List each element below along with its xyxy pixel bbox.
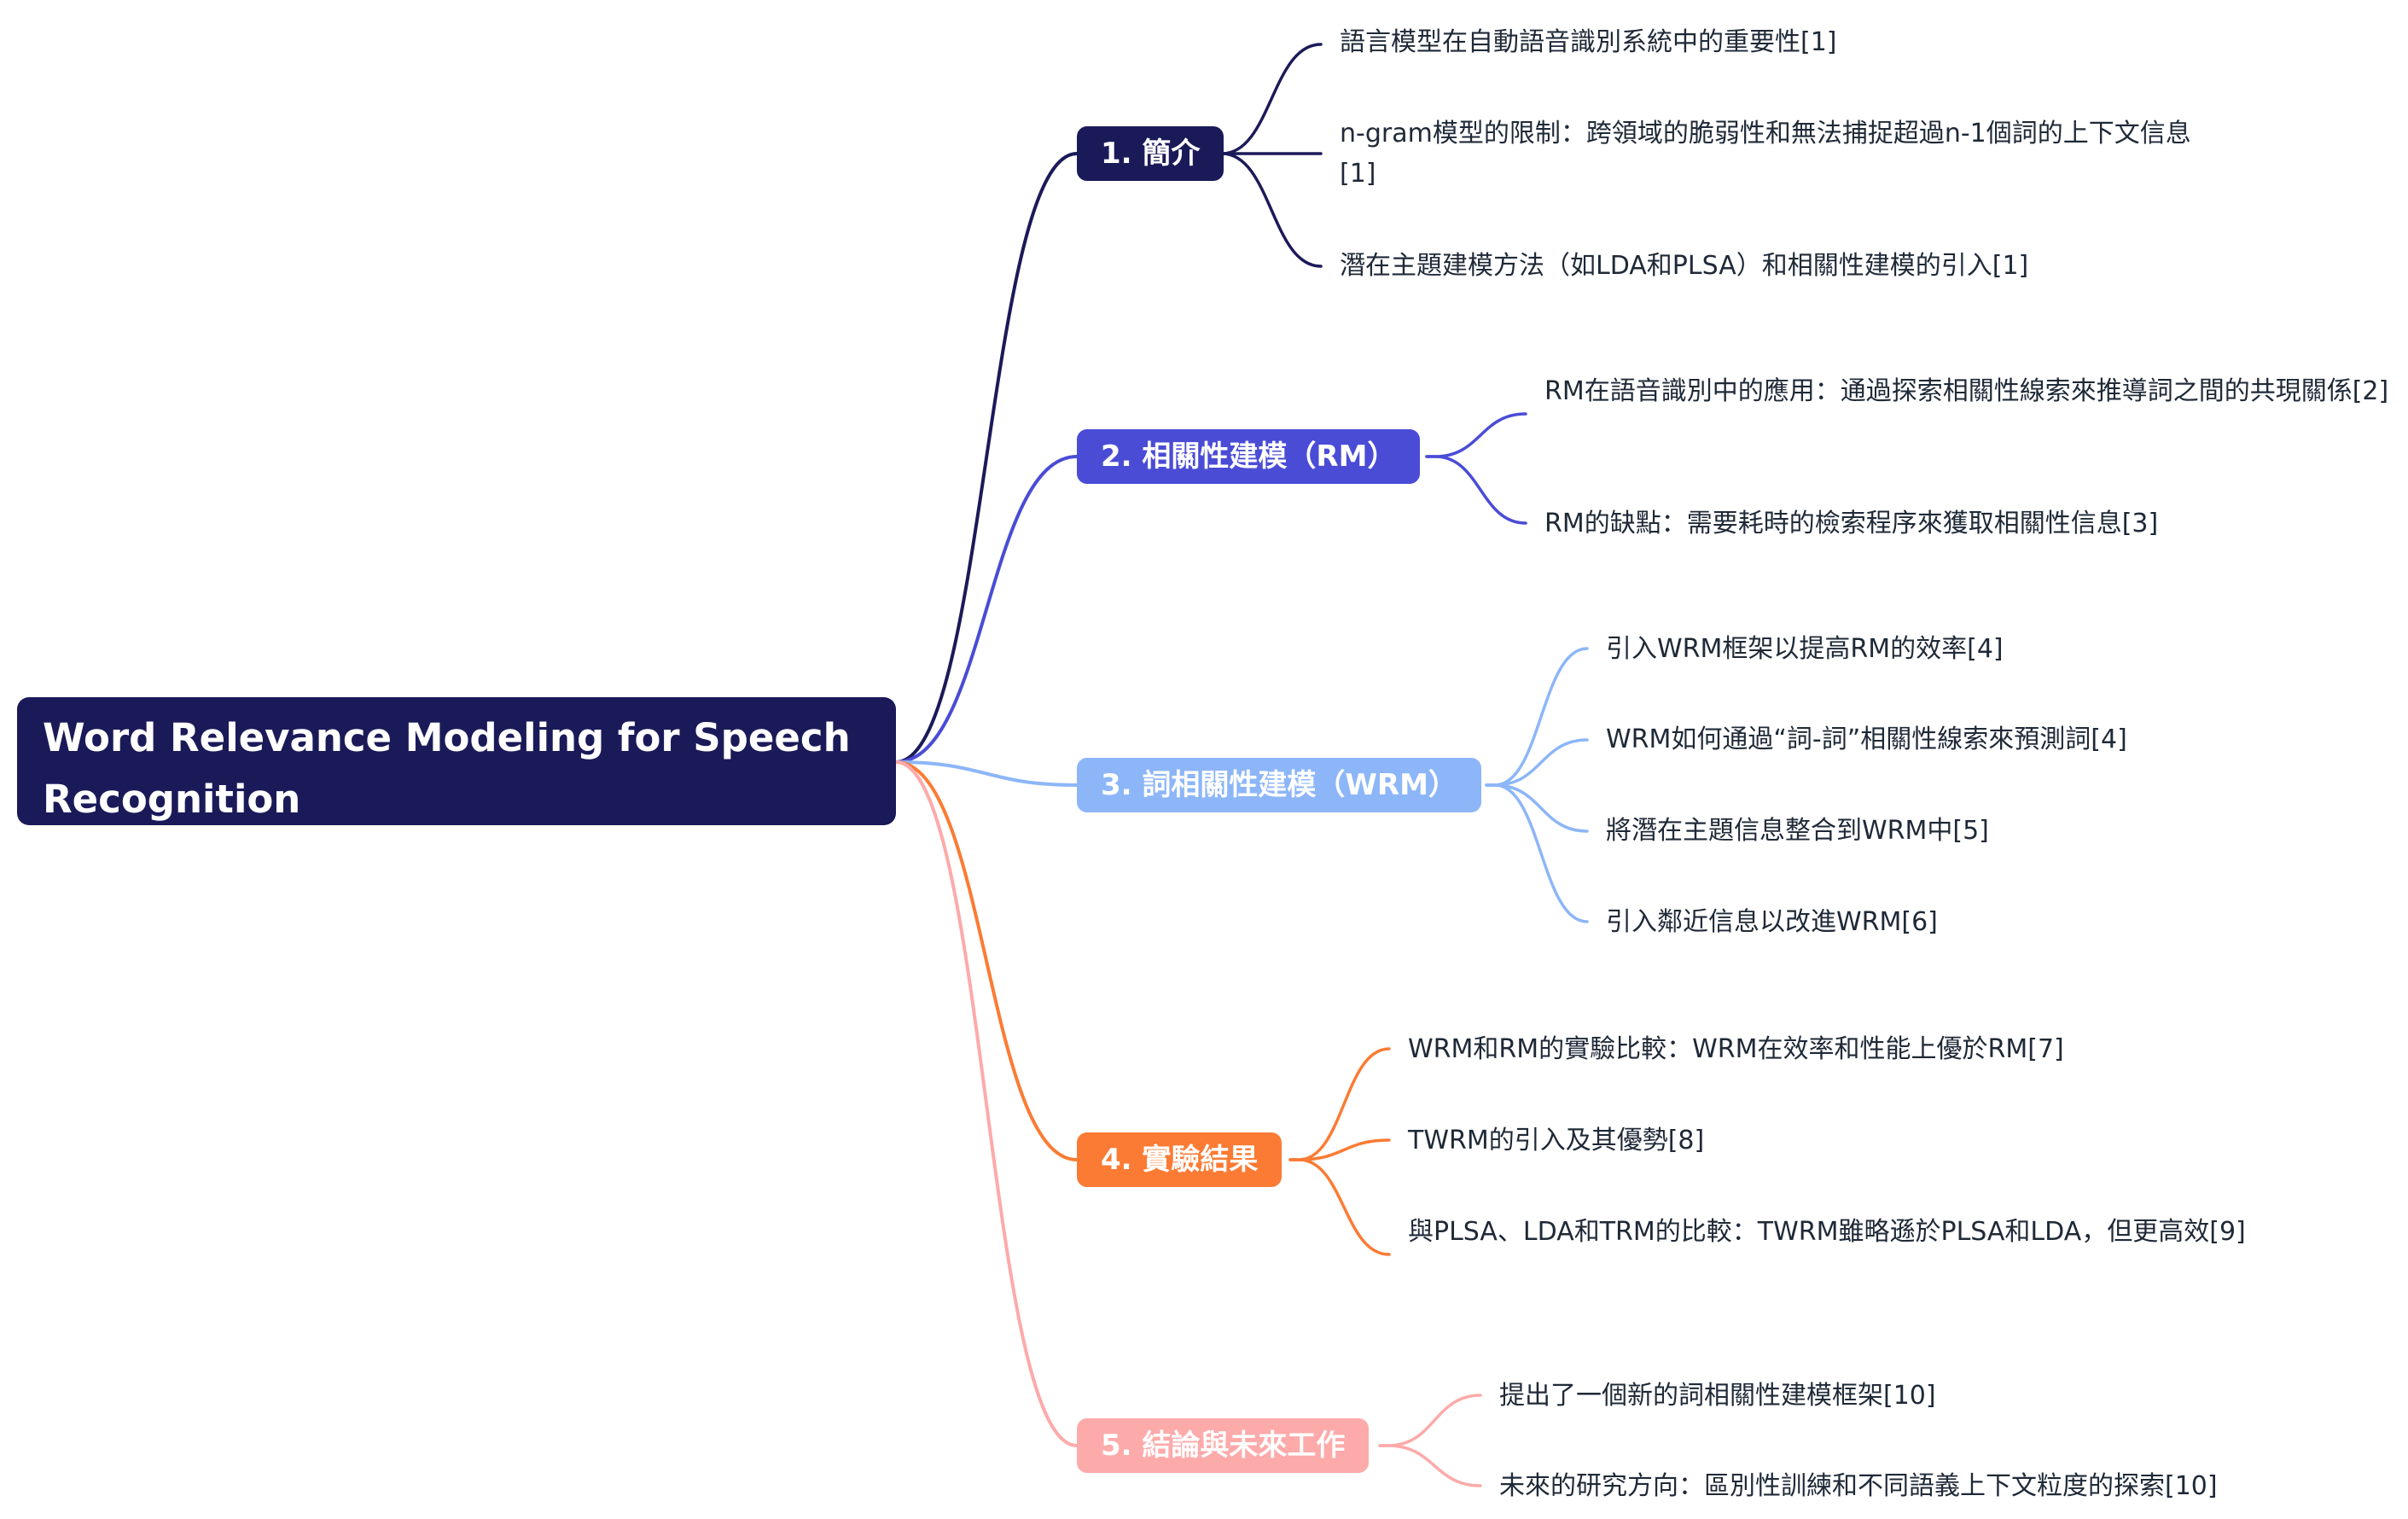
leaf-3-3[interactable]: 將潛在主題信息整合到WRM中[5] — [1606, 816, 1989, 846]
branch-3-to-leaf-2 — [1485, 738, 1589, 787]
branch-3-to-leaf-4 — [1485, 783, 1589, 923]
leaf-3-4[interactable]: 引入鄰近信息以改進WRM[6] — [1606, 907, 1938, 937]
leaf-4-2[interactable]: TWRM的引入及其優勢[8] — [1408, 1126, 1705, 1155]
branch-3-to-leaf-1 — [1485, 647, 1589, 787]
branch-experimental-results[interactable]: 4. 實驗結果 — [1077, 1132, 1283, 1187]
leaf-5-1[interactable]: 提出了一個新的詞相關性建模框架[10] — [1499, 1381, 1936, 1411]
root-to-branch-4 — [894, 760, 1079, 1161]
branch-introduction[interactable]: 1. 簡介 — [1077, 126, 1224, 181]
leaf-4-1[interactable]: WRM和RM的實驗比較：WRM在效率和性能上優於RM[7] — [1408, 1034, 2064, 1064]
branch-relevance-modeling[interactable]: 2. 相關性建模（RM） — [1077, 429, 1421, 484]
leaf-2-1[interactable]: RM在語音識別中的應用：通過探索相關性線索來推導詞之間的共現關係[2] — [1544, 376, 2389, 406]
root-topic[interactable]: Word Relevance Modeling for Speech Recog… — [17, 697, 896, 825]
leaf-5-2[interactable]: 未來的研究方向：區別性訓練和不同語義上下文粒度的探索[10] — [1499, 1471, 2218, 1501]
leaf-4-3[interactable]: 與PLSA、LDA和TRM的比較：TWRM雖略遜於PLSA和LDA，但更高效[9… — [1408, 1217, 2246, 1247]
root-to-branch-2 — [894, 455, 1079, 764]
leaf-1-2[interactable]: n-gram模型的限制：跨領域的脆弱性和無法捕捉超過n-1個詞的上下文信息[1] — [1340, 119, 2191, 189]
leaf-2-2[interactable]: RM的缺點：需要耗時的檢索程序來獲取相關性信息[3] — [1544, 509, 2159, 538]
branch-5-to-leaf-1 — [1378, 1394, 1482, 1447]
branch-4-to-leaf-3 — [1288, 1158, 1391, 1256]
leaf-3-1[interactable]: 引入WRM框架以提高RM的效率[4] — [1606, 634, 2004, 664]
root-to-branch-5 — [894, 760, 1079, 1447]
branch-1-to-leaf-3 — [1212, 152, 1323, 268]
branch-conclusion-future-work[interactable]: 5. 結論與未來工作 — [1077, 1418, 1370, 1473]
branch-5-to-leaf-2 — [1378, 1444, 1482, 1487]
leaf-3-2[interactable]: WRM如何通過“詞-詞”相關性線索來預測詞[4] — [1606, 725, 2127, 754]
branch-1-to-leaf-1 — [1212, 43, 1323, 155]
leaf-1-3[interactable]: 潛在主題建模方法（如LDA和PLSA）和相關性建模的引入[1] — [1340, 251, 2029, 281]
branch-2-to-leaf-1 — [1425, 412, 1527, 458]
branch-2-to-leaf-2 — [1425, 455, 1527, 525]
branch-4-to-leaf-1 — [1288, 1047, 1391, 1161]
branch-word-relevance-modeling[interactable]: 3. 詞相關性建模（WRM） — [1077, 758, 1481, 812]
branch-4-to-leaf-2 — [1288, 1138, 1391, 1161]
root-to-branch-3 — [894, 760, 1079, 787]
branch-3-to-leaf-3 — [1485, 783, 1589, 833]
root-to-branch-1 — [894, 152, 1079, 764]
leaf-1-1[interactable]: 語言模型在自動語音識別系統中的重要性[1] — [1340, 27, 1837, 57]
